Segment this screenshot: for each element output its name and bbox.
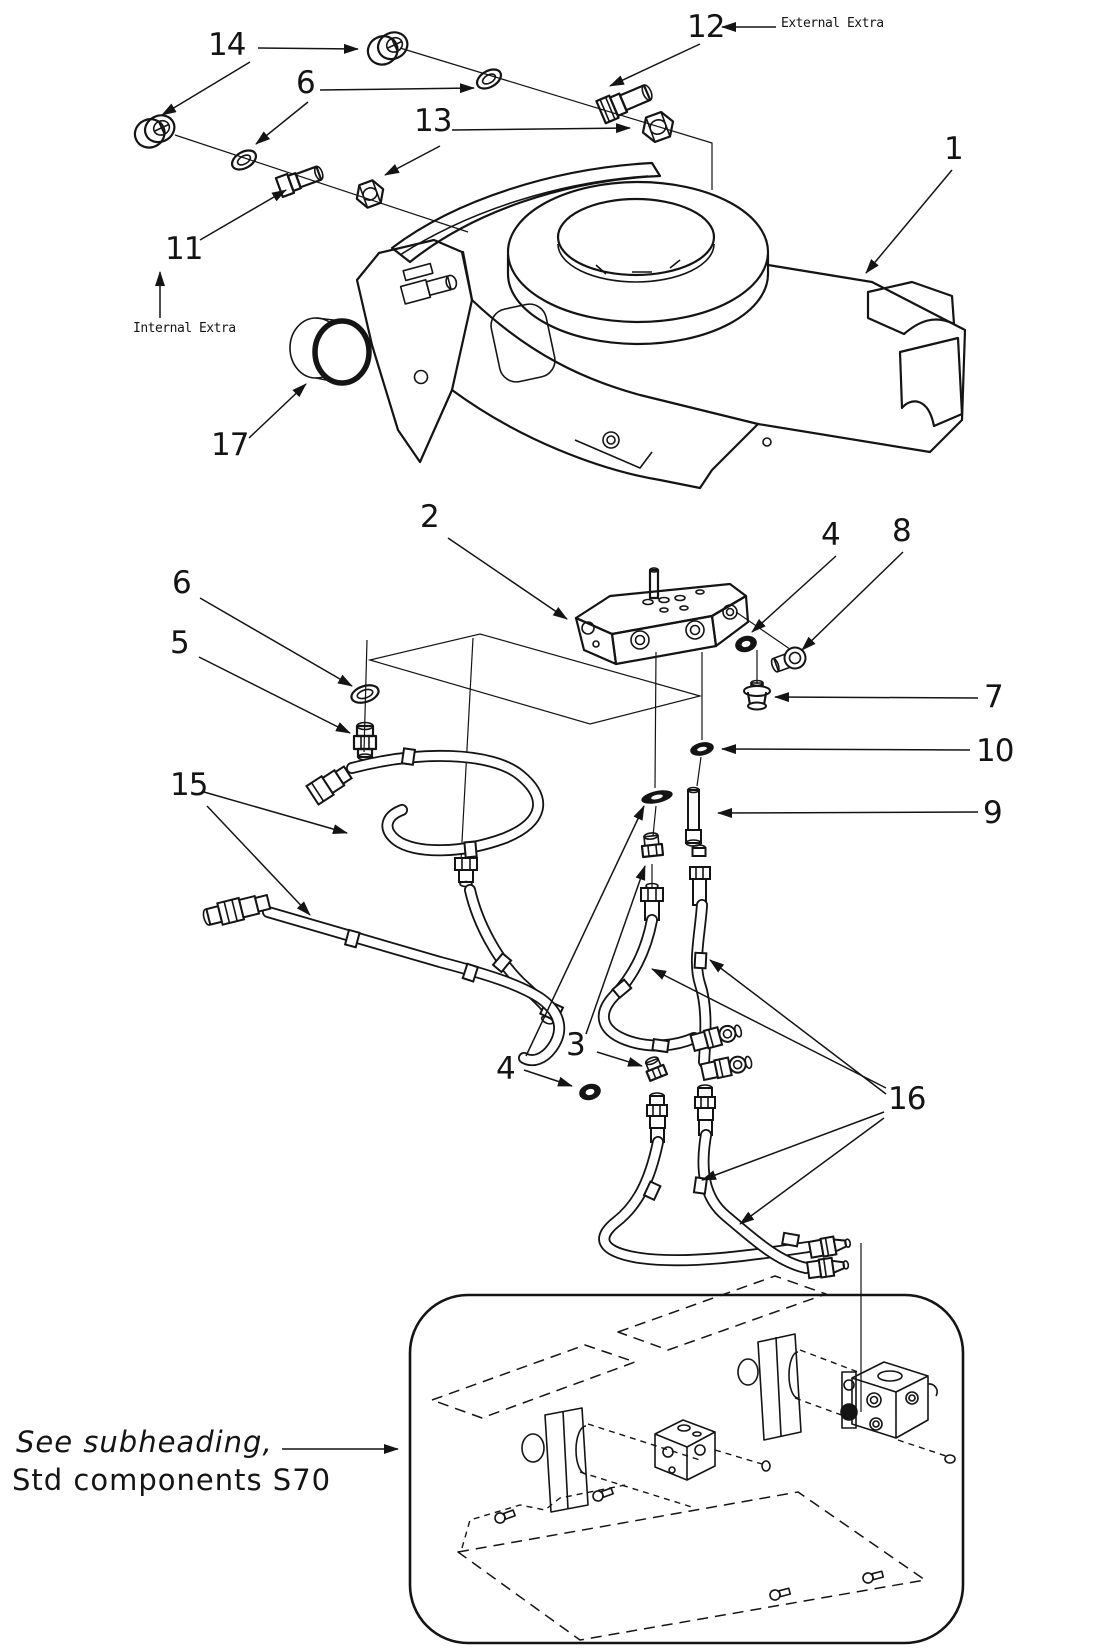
o-ring-6-middle bbox=[350, 684, 380, 704]
hose-16b-top-fitting bbox=[689, 844, 711, 906]
ref-valve-block-right bbox=[840, 1361, 938, 1439]
callout-12: 12 bbox=[687, 9, 725, 45]
callout-15: 15 bbox=[170, 767, 208, 803]
annotation-internal-extra: Internal Extra bbox=[133, 321, 236, 336]
ref-plate-fittings bbox=[494, 1487, 885, 1601]
callout-3: 3 bbox=[566, 1027, 586, 1063]
callout-6-top: 6 bbox=[296, 65, 316, 101]
hose-15-exit-fitting bbox=[454, 857, 478, 888]
hose-16d-top-fitting bbox=[694, 1084, 716, 1136]
washer-4a bbox=[735, 635, 757, 653]
plug-14b bbox=[133, 114, 176, 149]
fitting-3-upper bbox=[640, 832, 665, 859]
fitting-12 bbox=[595, 84, 653, 125]
fitting-3-lower bbox=[644, 1056, 669, 1082]
o-ring-6b bbox=[230, 149, 258, 171]
valve-block-2 bbox=[574, 567, 750, 666]
callout-5: 5 bbox=[170, 625, 190, 661]
callout-4-hoses: 4 bbox=[496, 1051, 516, 1087]
callout-14: 14 bbox=[208, 27, 246, 63]
plug-7 bbox=[743, 679, 771, 711]
reference-note-line1: See subheading, bbox=[16, 1425, 273, 1459]
callout-16: 16 bbox=[888, 1081, 926, 1117]
nut-13a bbox=[641, 110, 675, 144]
reference-note-line2: Std components S70 bbox=[12, 1463, 332, 1497]
o-ring-10 bbox=[690, 742, 714, 756]
callout-6-middle: 6 bbox=[172, 565, 192, 601]
leader-lines bbox=[155, 22, 979, 1454]
callout-1: 1 bbox=[944, 131, 964, 167]
fitting-11 bbox=[274, 165, 324, 199]
o-ring-6a bbox=[475, 68, 503, 90]
callout-2: 2 bbox=[420, 499, 440, 535]
hose-16c-top-fitting bbox=[646, 1092, 668, 1143]
construction-lines bbox=[174, 47, 862, 1412]
hoses bbox=[202, 747, 852, 1280]
washer-4b bbox=[579, 1083, 601, 1101]
callout-8: 8 bbox=[892, 513, 912, 549]
callout-13: 13 bbox=[414, 103, 452, 139]
rotator-body bbox=[355, 161, 967, 490]
callout-10: 10 bbox=[976, 733, 1014, 769]
bolt-9 bbox=[685, 786, 702, 847]
washer-4-upper bbox=[641, 790, 673, 804]
screw-8 bbox=[770, 646, 807, 673]
callout-9: 9 bbox=[983, 795, 1003, 831]
seals-and-screws bbox=[350, 635, 807, 1101]
hose-15b-end-fitting bbox=[202, 893, 272, 926]
hose-16c-end-fitting bbox=[807, 1235, 852, 1259]
callout-4-block: 4 bbox=[821, 517, 841, 553]
hose-ferrules bbox=[343, 747, 801, 1248]
hose-15-end-fitting bbox=[305, 765, 353, 806]
plug-14a bbox=[366, 31, 409, 66]
reference-box bbox=[408, 1275, 965, 1645]
top-fittings bbox=[133, 31, 675, 209]
ref-valve-block-center bbox=[654, 1419, 716, 1481]
callout-11: 11 bbox=[165, 231, 203, 267]
hose-16d-end-fitting bbox=[805, 1256, 850, 1280]
bushing-17 bbox=[289, 317, 372, 386]
callout-7: 7 bbox=[984, 679, 1004, 715]
nut-13b bbox=[355, 179, 385, 209]
callout-17: 17 bbox=[211, 427, 249, 463]
elbow-fitting-16b bbox=[699, 1055, 753, 1082]
annotation-external-extra: External Extra bbox=[781, 16, 884, 31]
elbow-fitting-16a bbox=[689, 1024, 743, 1053]
